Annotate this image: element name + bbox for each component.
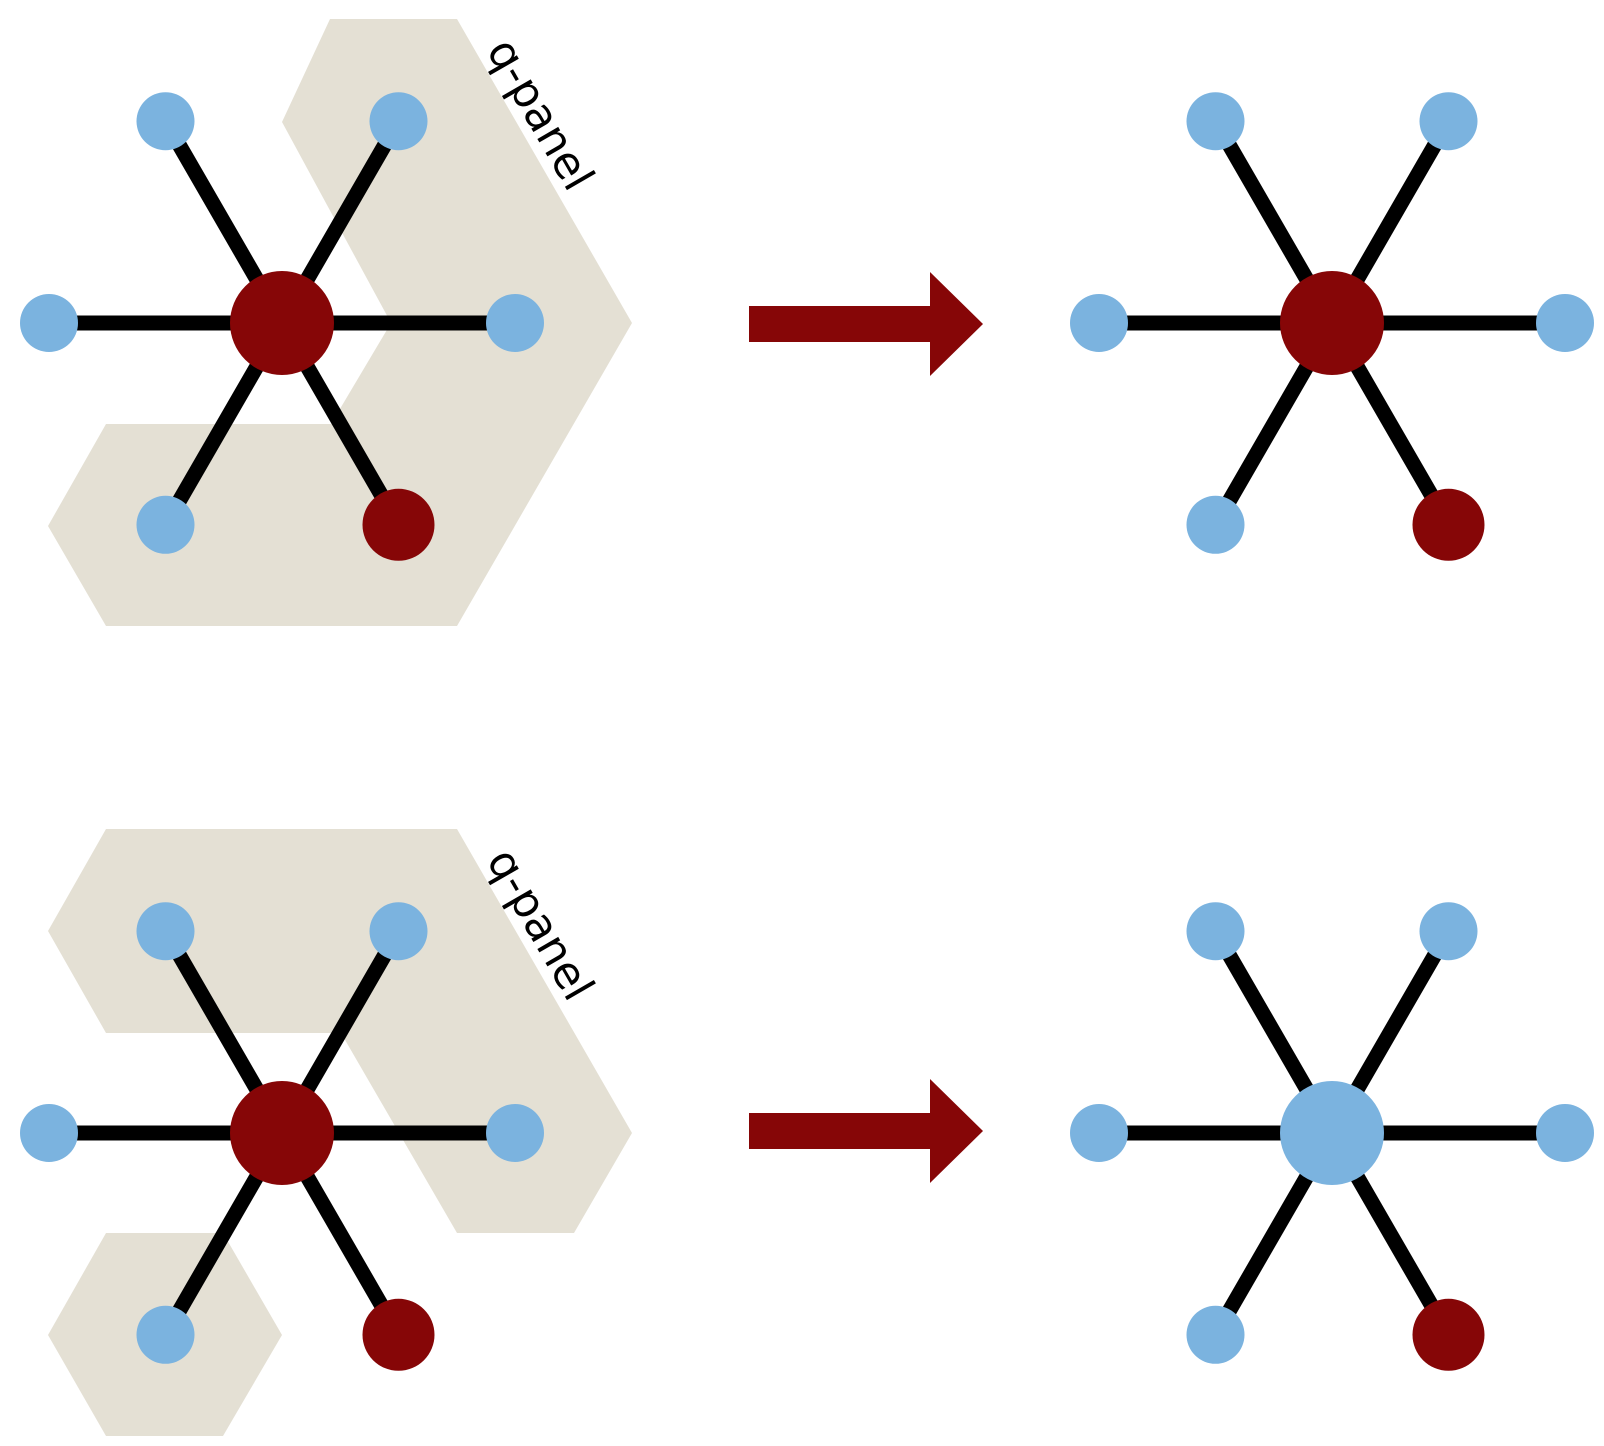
node-lower-right-red [1412, 488, 1485, 561]
star-graph-row1-before [20, 92, 544, 561]
node-upper-right-blue [369, 92, 428, 151]
node-right-blue [486, 294, 544, 352]
star-graph-row2-after [1070, 902, 1594, 1371]
node-lower-left-blue [1186, 495, 1245, 554]
node-upper-right-blue [1419, 92, 1478, 151]
node-left-blue [1070, 1104, 1128, 1162]
node-upper-right-blue [1419, 902, 1478, 961]
node-right-blue [1536, 1104, 1594, 1162]
node-lower-left-blue [136, 1305, 195, 1364]
node-left-blue [1070, 294, 1128, 352]
node-upper-left-blue [1186, 902, 1245, 961]
arrow-1 [749, 272, 983, 376]
star-graph-row1-after [1070, 92, 1594, 561]
node-lower-right-red [1412, 1298, 1485, 1371]
center-node-red [230, 1081, 334, 1185]
node-lower-left-blue [136, 495, 195, 554]
star-graph-row2-before [20, 902, 544, 1371]
node-lower-right-red [362, 1298, 435, 1371]
center-node-blue [1280, 1081, 1384, 1185]
node-upper-left-blue [136, 92, 195, 151]
node-lower-left-blue [1186, 1305, 1245, 1364]
center-node-red [230, 271, 334, 375]
node-upper-left-blue [136, 902, 195, 961]
node-upper-right-blue [369, 902, 428, 961]
node-left-blue [20, 294, 78, 352]
center-node-red [1280, 271, 1384, 375]
node-upper-left-blue [1186, 92, 1245, 151]
node-lower-right-red [362, 488, 435, 561]
node-right-blue [486, 1104, 544, 1162]
node-left-blue [20, 1104, 78, 1162]
node-right-blue [1536, 294, 1594, 352]
arrow-2 [749, 1079, 983, 1183]
